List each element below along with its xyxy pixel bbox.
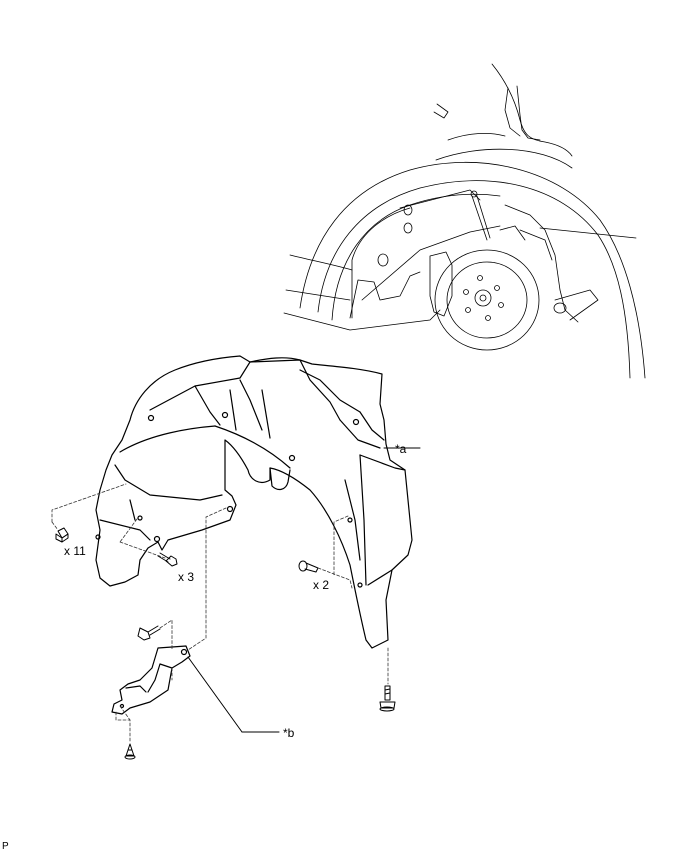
bolt-icon bbox=[379, 685, 396, 712]
callout-b-label: *b bbox=[283, 726, 295, 740]
callout-a-label: *a bbox=[395, 442, 407, 456]
figure-id: P bbox=[2, 841, 9, 852]
bolt-pin-icon bbox=[298, 560, 319, 573]
clip-icon bbox=[55, 527, 69, 543]
liner-bracket bbox=[111, 645, 191, 715]
screw-quantity-label: x 3 bbox=[178, 570, 195, 584]
fender-liner bbox=[95, 355, 413, 649]
vehicle-wheel-well-inset bbox=[283, 63, 646, 379]
screw-icon bbox=[157, 552, 178, 567]
alignment-dashed-lines bbox=[51, 483, 389, 743]
callout-b-leader-1 bbox=[187, 656, 243, 733]
clip-quantity-label: x 11 bbox=[64, 544, 86, 558]
bolt-pin-quantity-label: x 2 bbox=[313, 578, 330, 592]
bracket-bottom-clip-icon bbox=[124, 743, 136, 760]
bracket-screw-icon bbox=[137, 625, 161, 641]
